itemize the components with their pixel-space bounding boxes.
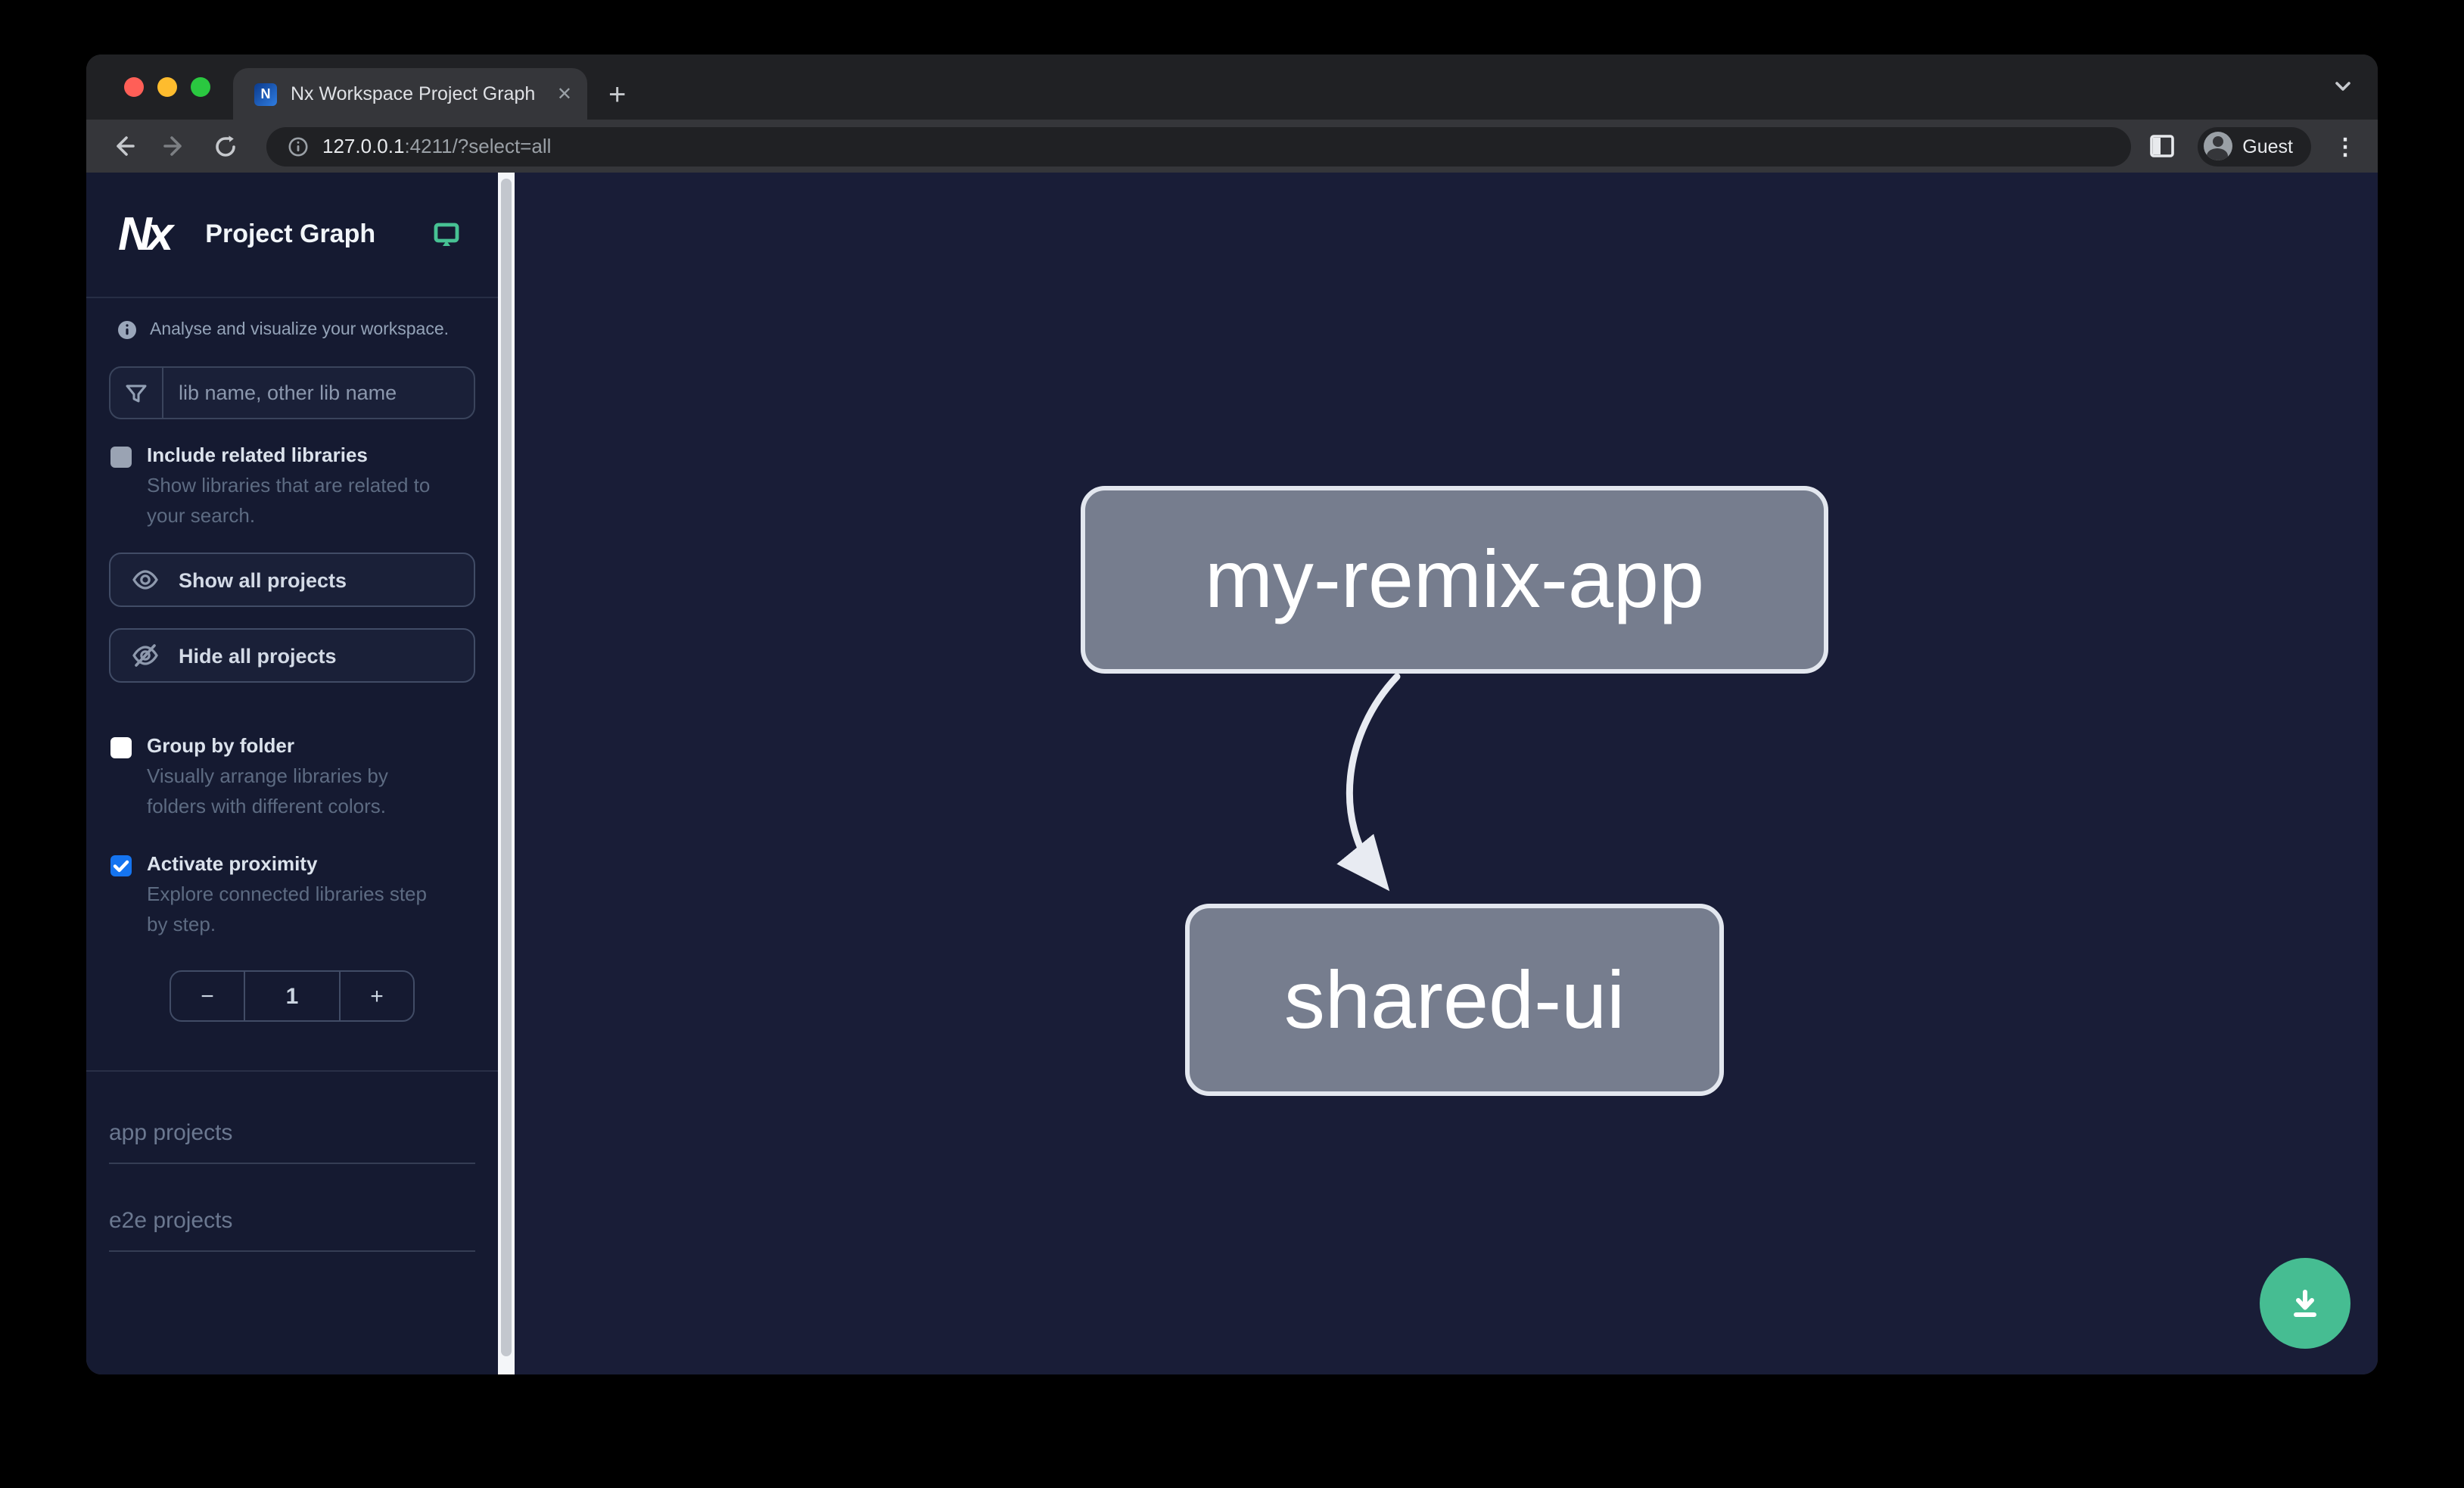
info-icon[interactable]	[288, 135, 309, 157]
close-window-button[interactable]	[124, 77, 144, 97]
activate-proximity-label: Activate proximity	[147, 852, 318, 875]
chevron-down-icon[interactable]	[2332, 76, 2354, 104]
hide-all-projects-button[interactable]: Hide all projects	[109, 628, 475, 683]
checkmark-icon	[113, 860, 129, 873]
include-related-checkbox[interactable]	[110, 447, 132, 468]
profile-label: Guest	[2242, 135, 2293, 157]
browser-tab[interactable]: N Nx Workspace Project Graph ✕	[233, 68, 587, 120]
tab-strip: N Nx Workspace Project Graph ✕ +	[86, 54, 2378, 120]
eye-off-icon	[132, 644, 158, 667]
activate-proximity-block: Activate proximity Explore connected lib…	[110, 852, 475, 940]
fullscreen-window-button[interactable]	[191, 77, 210, 97]
group-by-folder-description: Visually arrange libraries by folders wi…	[147, 764, 388, 817]
url-host: 127.0.0.1	[322, 135, 405, 157]
reload-icon[interactable]	[213, 134, 238, 158]
info-filled-icon	[118, 321, 136, 339]
activate-proximity-description: Explore connected libraries step by step…	[147, 883, 427, 935]
proximity-increment-button[interactable]: +	[370, 983, 384, 1009]
minimize-window-button[interactable]	[157, 77, 177, 97]
group-by-folder-checkbox[interactable]	[110, 737, 132, 758]
graph-node-shared-ui[interactable]: shared-ui	[1185, 904, 1724, 1096]
forward-icon[interactable]	[162, 133, 188, 159]
show-all-projects-button[interactable]: Show all projects	[109, 553, 475, 607]
app-projects-heading: app projects	[109, 1120, 475, 1164]
tagline-text: Analyse and visualize your workspace.	[150, 321, 450, 339]
menu-dots-icon[interactable]: ⋮	[2334, 134, 2357, 160]
proximity-decrement-button[interactable]: −	[201, 983, 214, 1009]
download-graph-button[interactable]	[2260, 1258, 2350, 1349]
window-controls	[124, 77, 210, 97]
browser-toolbar: 127.0.0.1:4211/?select=all Guest ⋮	[86, 120, 2378, 173]
activate-proximity-checkbox[interactable]	[110, 855, 132, 876]
monitor-icon[interactable]	[433, 221, 460, 248]
search-input[interactable]	[163, 381, 451, 404]
include-related-label: Include related libraries	[147, 444, 368, 466]
proximity-value: 1	[244, 972, 341, 1020]
filter-icon	[110, 368, 163, 418]
new-tab-button[interactable]: +	[608, 79, 627, 112]
sidebar-header: Nx Project Graph	[86, 173, 498, 298]
sidebar: Nx Project Graph Analyse and visualize y…	[86, 173, 498, 1374]
profile-button[interactable]: Guest	[2197, 126, 2311, 166]
sidebar-divider	[86, 1070, 498, 1072]
url-path: :4211/?select=all	[404, 135, 552, 157]
graph-canvas[interactable]: my-remix-app shared-ui	[515, 173, 2378, 1374]
side-panel-icon[interactable]	[2148, 133, 2174, 159]
graph-node-my-remix-app[interactable]: my-remix-app	[1081, 486, 1828, 674]
browser-window: N Nx Workspace Project Graph ✕ + 127.0.	[86, 54, 2378, 1374]
search-box	[109, 366, 475, 419]
dependency-edge	[1336, 673, 1401, 892]
sidebar-scrollbar[interactable]	[498, 173, 515, 1374]
show-all-projects-label: Show all projects	[179, 568, 347, 591]
include-related-description: Show libraries that are related to your …	[147, 474, 431, 527]
nx-logo: Nx	[118, 207, 173, 260]
include-related-block: Include related libraries Show libraries…	[110, 444, 475, 531]
tab-close-icon[interactable]: ✕	[556, 83, 572, 104]
eye-icon	[132, 570, 158, 590]
group-by-folder-block: Group by folder Visually arrange librari…	[110, 734, 475, 822]
hide-all-projects-label: Hide all projects	[179, 644, 337, 667]
avatar	[2203, 132, 2232, 160]
download-icon	[2294, 1290, 2316, 1317]
url-text: 127.0.0.1:4211/?select=all	[322, 135, 551, 157]
page-title: Project Graph	[205, 219, 376, 248]
tab-title: Nx Workspace Project Graph	[291, 83, 536, 104]
e2e-projects-heading: e2e projects	[109, 1208, 475, 1252]
tagline-row: Analyse and visualize your workspace.	[86, 298, 498, 341]
url-bar[interactable]: 127.0.0.1:4211/?select=all	[266, 126, 2131, 166]
back-icon[interactable]	[110, 133, 136, 159]
group-by-folder-label: Group by folder	[147, 734, 294, 757]
proximity-stepper: − 1 +	[170, 970, 415, 1022]
nx-favicon-icon: N	[254, 82, 277, 105]
sidebar-scrollbar-thumb[interactable]	[501, 179, 512, 1356]
